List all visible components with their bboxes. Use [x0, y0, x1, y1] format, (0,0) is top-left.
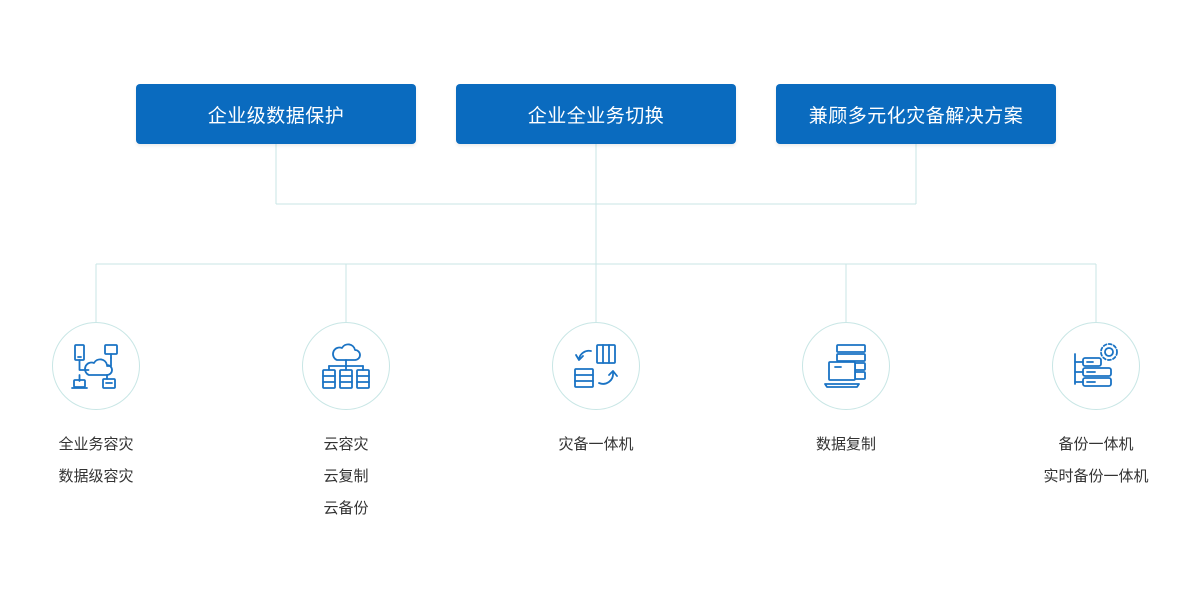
node-labels-cloud-disaster-recovery: 云容灾 云复制 云备份: [246, 428, 446, 524]
node-label: 备份一体机: [1058, 435, 1134, 453]
node-circle-cloud-disaster-recovery: [302, 322, 390, 410]
node-label: 云备份: [323, 499, 369, 517]
network-cloud-icon: [71, 344, 118, 389]
node-label: 云容灾: [323, 435, 369, 453]
category-box-diversified-solution: 兼顾多元化灾备解决方案: [776, 84, 1056, 144]
node-label: 全业务容灾: [58, 435, 134, 453]
node-label: 数据级容灾: [58, 467, 134, 485]
node-label: 实时备份一体机: [1043, 467, 1149, 485]
node-circle-disaster-appliance: [552, 322, 640, 410]
sync-appliance-icon: [574, 344, 618, 388]
node-labels-disaster-appliance: 灾备一体机: [496, 428, 696, 460]
node-labels-backup-appliance: 备份一体机 实时备份一体机: [996, 428, 1196, 492]
category-box-business-switch: 企业全业务切换: [456, 84, 736, 144]
laptop-server-icon: [824, 344, 866, 388]
category-label: 企业级数据保护: [207, 104, 345, 127]
node-circle-backup-appliance: [1052, 322, 1140, 410]
node-circle-full-disaster-recovery: [52, 322, 140, 410]
category-label: 兼顾多元化灾备解决方案: [808, 104, 1024, 127]
server-gear-icon: [1074, 343, 1118, 387]
cloud-servers-icon: [322, 343, 370, 389]
node-labels-full-disaster-recovery: 全业务容灾 数据级容灾: [0, 428, 196, 492]
node-label: 云复制: [323, 467, 369, 485]
node-labels-data-replication: 数据复制: [746, 428, 946, 460]
node-label: 数据复制: [815, 435, 876, 453]
node-circle-data-replication: [802, 322, 890, 410]
category-label: 企业全业务切换: [527, 104, 665, 127]
category-box-data-protection: 企业级数据保护: [136, 84, 416, 144]
node-label: 灾备一体机: [558, 435, 634, 453]
